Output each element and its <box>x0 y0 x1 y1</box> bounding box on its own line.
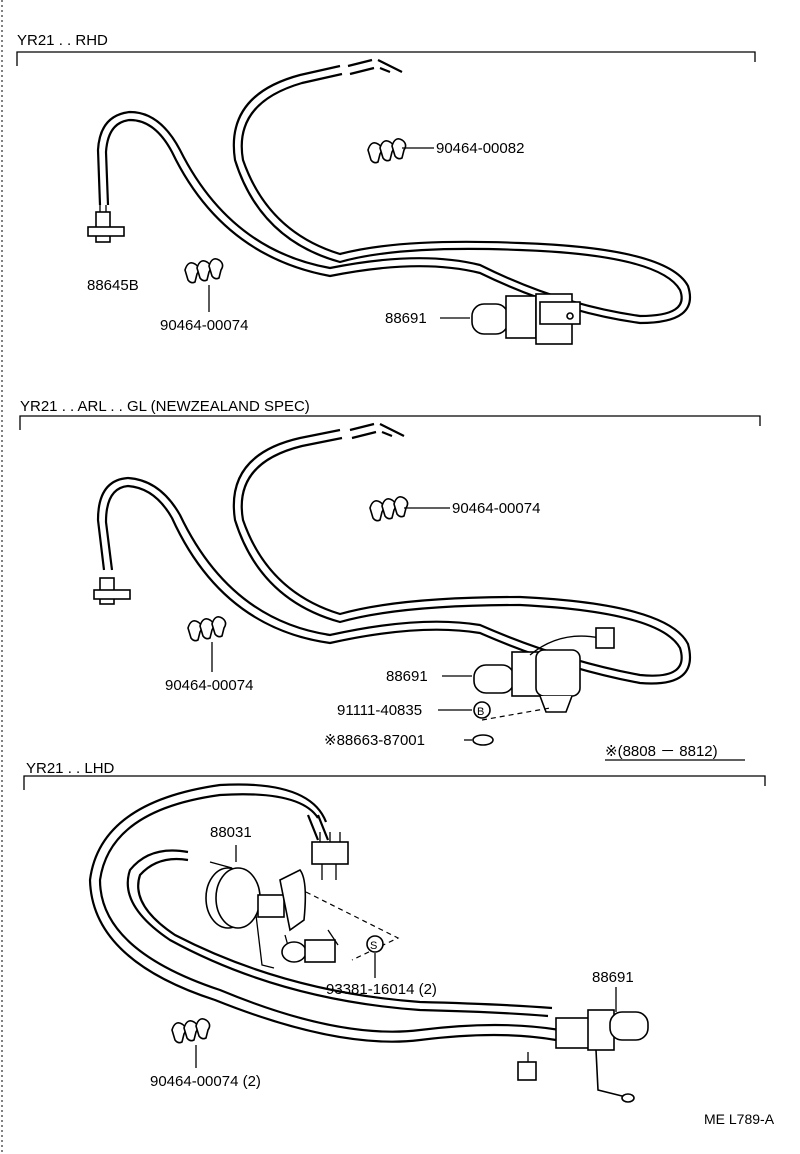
vacuum-hose <box>96 58 692 325</box>
vacuum-hose <box>96 422 692 685</box>
hose-connector <box>311 832 349 880</box>
part-number-washer: ※88663-87001 <box>324 732 425 749</box>
t-connector <box>93 577 131 605</box>
section-title-nz: YR21 . . ARL . . GL (NEWZEALAND SPEC) <box>20 398 310 415</box>
vacuum-switching-valve <box>517 1009 649 1103</box>
section-lhd: YR21 . . LHD ※(8808 － 8812) <box>23 743 766 1103</box>
part-number-screw: 93381-16014 (2) <box>326 981 437 998</box>
part-number-clip: 90464-00074 (2) <box>150 1073 261 1090</box>
screw-marker-letter: S <box>370 940 377 952</box>
section-nz-spec: YR21 . . ARL . . GL (NEWZEALAND SPEC) 90… <box>19 398 761 749</box>
part-number-connector: 88645B <box>87 277 139 294</box>
part-number-valve: 88691 <box>386 668 428 685</box>
figure-code: ME L789-A <box>704 1111 775 1127</box>
part-number-bolt: 91111-40835 <box>337 702 422 719</box>
vacuum-switching-valve <box>471 293 581 345</box>
section-bracket <box>16 51 756 66</box>
section-bracket <box>19 415 761 430</box>
part-number-valve: 88691 <box>592 969 634 986</box>
vacuum-actuator <box>205 861 339 969</box>
section-title-lhd: YR21 . . LHD <box>26 760 115 777</box>
part-number-clip-left: 90464-00074 <box>165 677 253 694</box>
hose-clip-icon <box>187 616 227 642</box>
part-number-valve: 88691 <box>385 310 427 327</box>
section-bracket <box>23 775 766 790</box>
hose-clip-icon <box>171 1018 211 1044</box>
date-range-note: ※(8808 － 8812) <box>605 743 718 760</box>
t-connector <box>87 205 125 243</box>
vacuum-switching-valve <box>473 627 615 713</box>
part-number-actuator: 88031 <box>210 824 252 841</box>
part-number-clip-top: 90464-00082 <box>436 140 524 157</box>
part-number-clip-top: 90464-00074 <box>452 500 540 517</box>
screw-marker: S <box>366 935 384 953</box>
hose-clip-icon <box>367 138 407 164</box>
section-rhd: YR21 . . RHD 90464-00082 90464-00074 886… <box>16 32 756 345</box>
hose-clip-icon <box>184 258 224 284</box>
bolt-marker-letter: B <box>477 706 484 718</box>
bolt-marker: B <box>473 701 491 719</box>
washer-icon <box>472 734 494 746</box>
section-title-rhd: YR21 . . RHD <box>17 32 108 49</box>
vacuum-hose <box>88 783 561 1043</box>
part-number-clip-left: 90464-00074 <box>160 317 248 334</box>
hose-clip-icon <box>369 496 409 522</box>
